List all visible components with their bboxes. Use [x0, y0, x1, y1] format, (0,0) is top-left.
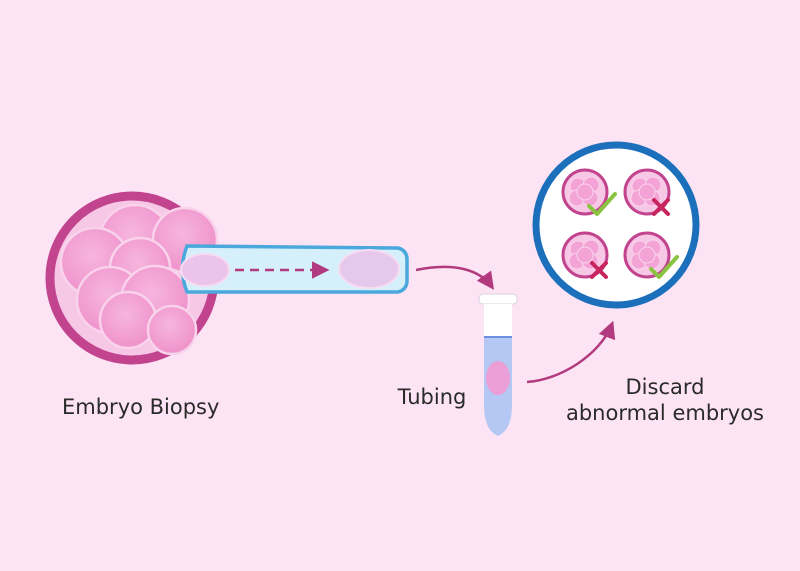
- checkmark-icon: [587, 192, 617, 216]
- embryo-results: [561, 168, 679, 279]
- label-discard-line1: Discard: [625, 375, 705, 399]
- embryo-icon: [45, 191, 219, 365]
- label-discard-line2: abnormal embryos: [565, 401, 764, 425]
- arrow-to-tube: [415, 265, 495, 290]
- tube-sample: [486, 361, 510, 395]
- mini-embryo-4: [623, 231, 679, 279]
- label-tubing: Tubing: [397, 385, 467, 409]
- mini-embryo-1: [561, 168, 617, 216]
- cross-icon: [590, 261, 608, 279]
- cross-icon: [652, 198, 670, 216]
- label-embryo-biopsy: Embryo Biopsy: [62, 395, 220, 419]
- pipette-icon: [180, 244, 409, 294]
- label-discard: Discard abnormal embryos: [555, 374, 775, 426]
- selection-circle: [532, 141, 700, 309]
- biopsied-cell: [180, 253, 230, 287]
- mini-embryo-3: [561, 231, 609, 279]
- mini-embryo-2: [623, 168, 671, 216]
- biopsied-cell-moved: [338, 249, 400, 289]
- checkmark-icon: [649, 255, 679, 279]
- arrow-to-selection: [526, 320, 616, 384]
- tube-icon: [478, 293, 518, 436]
